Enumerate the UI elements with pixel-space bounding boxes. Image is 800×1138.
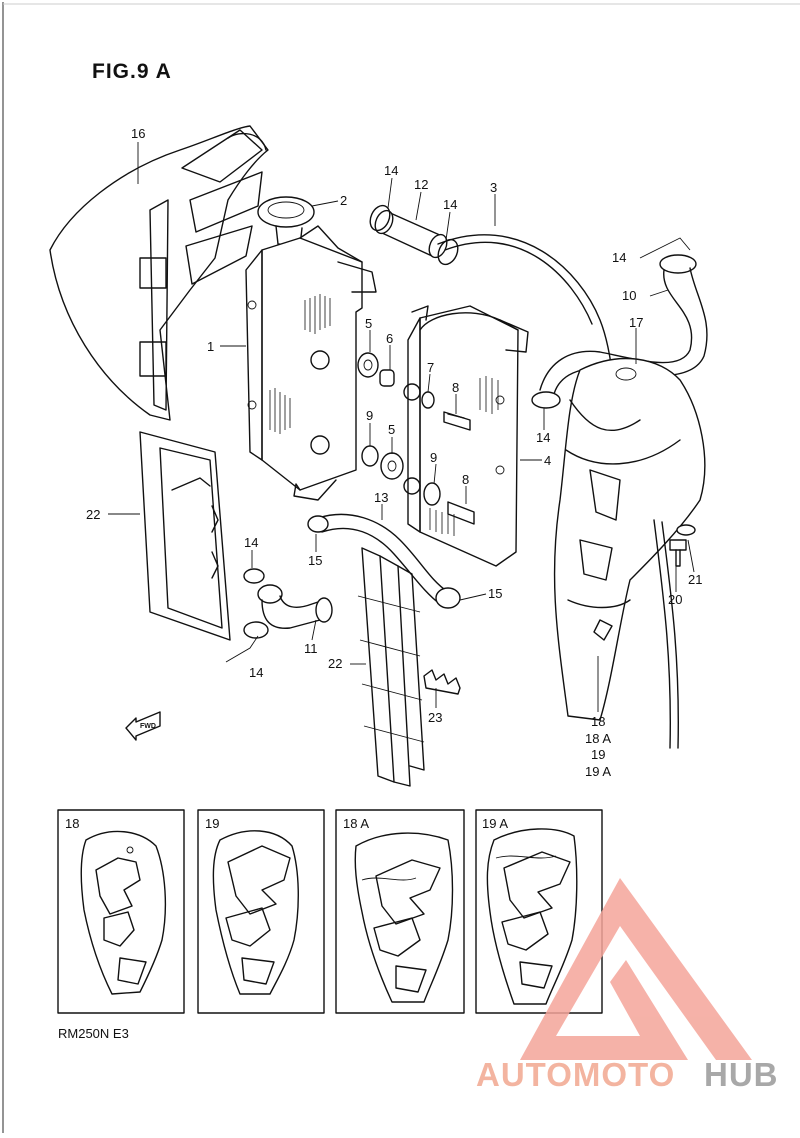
part-22-left-screen [139, 431, 231, 641]
callout-14: 14 [384, 163, 398, 178]
variant-panel-18: 18 [57, 809, 185, 1014]
variant-panel-label: 18 A [343, 816, 369, 831]
fwd-label: FWD [140, 723, 156, 730]
part-4-right-radiator [403, 305, 529, 567]
part-22-center-screen [357, 547, 425, 787]
callout-19a: 19 A [585, 764, 611, 779]
watermark-text-main: AUTOMOTO [476, 1056, 675, 1093]
parts-20-21-bolt-and-washer [669, 524, 696, 567]
leader-lines [108, 142, 695, 712]
callout-14: 14 [612, 250, 626, 265]
callout-7: 7 [427, 360, 434, 375]
callout-12: 12 [414, 177, 428, 192]
callout-3: 3 [490, 180, 497, 195]
callout-14: 14 [249, 665, 263, 680]
callout-10: 10 [622, 288, 636, 303]
callout-20: 20 [668, 592, 682, 607]
part-11-elbow-hose [243, 568, 333, 639]
callout-13: 13 [374, 490, 388, 505]
callout-14: 14 [536, 430, 550, 445]
watermark-triangle-icon [520, 878, 752, 1060]
callout-8: 8 [462, 472, 469, 487]
callout-labels: 16 2 14 12 14 3 14 10 17 1 5 6 7 8 14 9 … [86, 126, 702, 779]
callout-19: 19 [591, 747, 605, 762]
callout-2: 2 [340, 193, 347, 208]
variant-panel-label: 18 [65, 816, 79, 831]
callout-22: 22 [86, 507, 100, 522]
callout-22: 22 [328, 656, 342, 671]
callout-18a: 18 A [585, 731, 611, 746]
callout-8: 8 [452, 380, 459, 395]
callout-21: 21 [688, 572, 702, 587]
callout-15: 15 [308, 553, 322, 568]
model-code: RM250N E3 [58, 1026, 129, 1041]
callout-14: 14 [443, 197, 457, 212]
part-12-hose [369, 204, 459, 266]
fwd-arrow: FWD [125, 711, 161, 741]
grommets-and-bolts [357, 352, 475, 525]
callout-6: 6 [386, 331, 393, 346]
part-17-hose-down-inner [661, 521, 679, 749]
variant-panel-19: 19 [197, 809, 325, 1014]
variant-panels: 18 19 18 A 19 A [57, 809, 603, 1014]
callout-14: 14 [244, 535, 258, 550]
callout-18: 18 [591, 714, 605, 729]
callout-23: 23 [428, 710, 442, 725]
part-2-radiator-cap [257, 196, 315, 247]
part-13-lower-hose [307, 513, 461, 609]
variant-panel-19a: 19 A [475, 809, 603, 1014]
part-17-hose-down [653, 519, 671, 749]
part-17-right-shroud [553, 357, 706, 721]
part-1-left-radiator [245, 225, 377, 501]
variant-panel-18a: 18 A [335, 809, 465, 1014]
callout-15: 15 [488, 586, 502, 601]
part-3-overflow-hose-inner [444, 241, 593, 325]
callout-9: 9 [366, 408, 373, 423]
variant-panel-label: 19 [205, 816, 219, 831]
callout-1: 1 [207, 339, 214, 354]
part-23-spring [423, 669, 461, 695]
watermark-logo: AUTOMOTO HUB [476, 878, 779, 1093]
callout-5: 5 [365, 316, 372, 331]
callout-16: 16 [131, 126, 145, 141]
watermark-text-accent: HUB [704, 1056, 779, 1093]
callout-4: 4 [544, 453, 551, 468]
part-16-shroud [49, 125, 269, 421]
figure-title: FIG.9 A [92, 60, 172, 83]
callout-11: 11 [304, 641, 318, 656]
variant-panel-label: 19 A [482, 816, 508, 831]
callout-9: 9 [430, 450, 437, 465]
callout-17: 17 [629, 315, 643, 330]
callout-5: 5 [388, 422, 395, 437]
